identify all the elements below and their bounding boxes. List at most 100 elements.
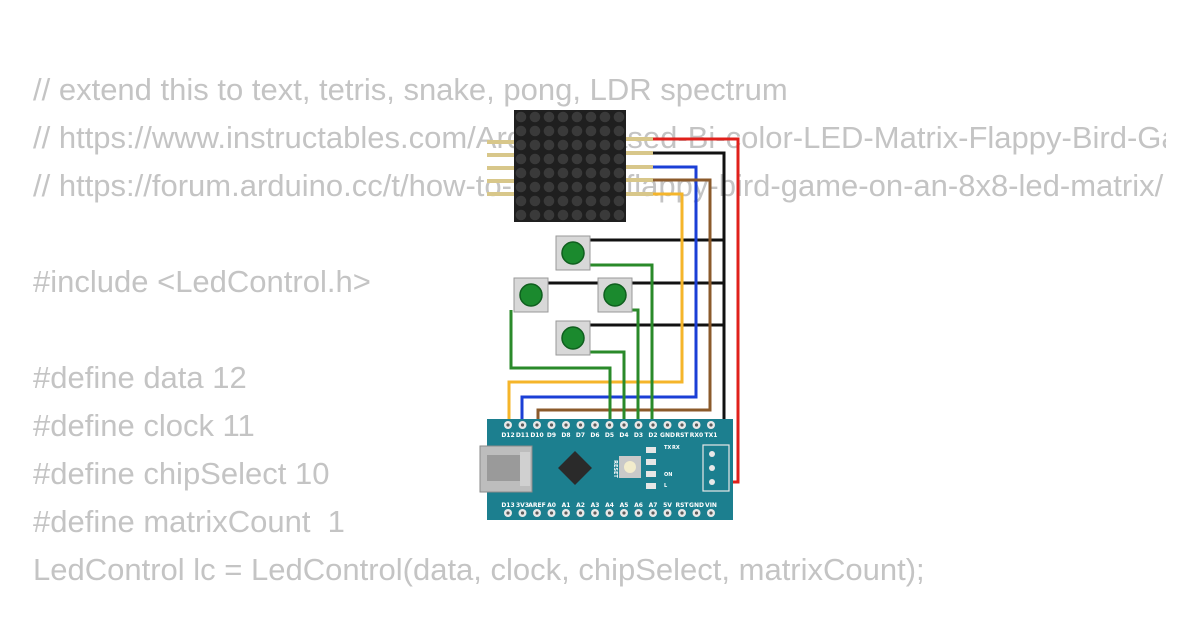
l-led [646, 483, 656, 489]
pin-label: A3 [591, 502, 600, 509]
pin-label: GND [660, 432, 675, 439]
pin-label: D11 [516, 432, 529, 439]
pin-hole [549, 511, 554, 515]
code-line: #define chipSelect 10 [33, 456, 330, 491]
button-wire[interactable] [632, 308, 640, 424]
matrix-led [571, 153, 583, 165]
led-matrix[interactable] [487, 110, 653, 222]
matrix-leds [515, 111, 625, 221]
pin-label: A7 [649, 502, 658, 509]
pin-label: D10 [530, 432, 543, 439]
push-button-up[interactable] [555, 235, 591, 271]
pin-label: RST [675, 432, 689, 439]
pin-hole [607, 423, 612, 427]
pin-label: D12 [501, 432, 514, 439]
pin-hole [535, 511, 539, 515]
clock-wire[interactable] [536, 178, 712, 424]
matrix-led [543, 139, 555, 151]
matrix-led [585, 209, 597, 221]
pin-hole [506, 511, 510, 515]
matrix-led [543, 181, 555, 193]
pin-hole [564, 423, 568, 427]
pin-hole [680, 423, 684, 427]
button-wire[interactable] [590, 350, 626, 424]
matrix-body [514, 110, 626, 222]
button-wire[interactable] [590, 263, 654, 424]
pin-label: TX1 [705, 432, 718, 439]
on-label: ON [664, 472, 672, 478]
matrix-led [571, 167, 583, 179]
matrix-led [571, 195, 583, 207]
matrix-led [571, 181, 583, 193]
pin-label: D2 [648, 432, 657, 439]
matrix-led [571, 209, 583, 221]
matrix-led [557, 153, 569, 165]
matrix-led [585, 181, 597, 193]
matrix-led [543, 195, 555, 207]
push-button-right[interactable] [597, 277, 633, 313]
pin-hole [535, 423, 539, 427]
matrix-led [515, 209, 527, 221]
matrix-led [529, 195, 541, 207]
pin-label: D7 [576, 432, 585, 439]
reset-label: RESET [612, 460, 618, 478]
push-button-down[interactable] [555, 320, 591, 356]
pin-label: A0 [547, 502, 556, 509]
code-line: #define clock 11 [33, 408, 255, 443]
pin-label: RST [675, 502, 689, 509]
matrix-led [571, 111, 583, 123]
pin-hole [593, 511, 597, 515]
pin-hole [578, 511, 583, 515]
pin-hole [694, 423, 699, 427]
matrix-led [599, 125, 611, 137]
matrix-led [557, 181, 569, 193]
code-line: #include <LedControl.h> [33, 264, 371, 299]
rx-label: RX [672, 445, 680, 451]
pin-hole [578, 423, 583, 427]
matrix-led [529, 111, 541, 123]
matrix-led [599, 181, 611, 193]
matrix-led [557, 195, 569, 207]
pin-label: 3V3 [516, 502, 529, 509]
pin-hole [665, 423, 670, 427]
matrix-led [557, 139, 569, 151]
matrix-led [557, 167, 569, 179]
matrix-led [515, 111, 527, 123]
pin-hole [607, 511, 612, 515]
matrix-led [599, 111, 611, 123]
data-wire[interactable] [520, 165, 698, 424]
pin-hole [680, 511, 684, 515]
matrix-led [585, 167, 597, 179]
pin-hole [520, 423, 525, 427]
matrix-led [529, 181, 541, 193]
pin-label: D5 [605, 432, 614, 439]
push-button-left[interactable] [513, 277, 549, 313]
button-wire[interactable] [509, 310, 612, 424]
matrix-led [515, 181, 527, 193]
matrix-led [585, 125, 597, 137]
pin-label: A1 [562, 502, 571, 509]
matrix-led [585, 139, 597, 151]
l-label: L [664, 483, 668, 489]
pin-hole [651, 423, 655, 427]
pin-label: A4 [605, 502, 614, 509]
matrix-led [613, 153, 625, 165]
matrix-led [515, 139, 527, 151]
pin-label: D3 [634, 432, 643, 439]
pin-hole [564, 511, 568, 515]
pin-label: 5V [663, 502, 672, 509]
matrix-led [599, 139, 611, 151]
matrix-led [529, 139, 541, 151]
pin-hole [694, 511, 699, 515]
code-line: // extend this to text, tetris, snake, p… [33, 72, 788, 107]
pin-hole [709, 511, 713, 515]
pin-label: D8 [561, 432, 570, 439]
matrix-led [613, 111, 625, 123]
pin-hole [636, 423, 641, 427]
usb-port [487, 455, 521, 481]
matrix-led [557, 209, 569, 221]
matrix-led [585, 195, 597, 207]
